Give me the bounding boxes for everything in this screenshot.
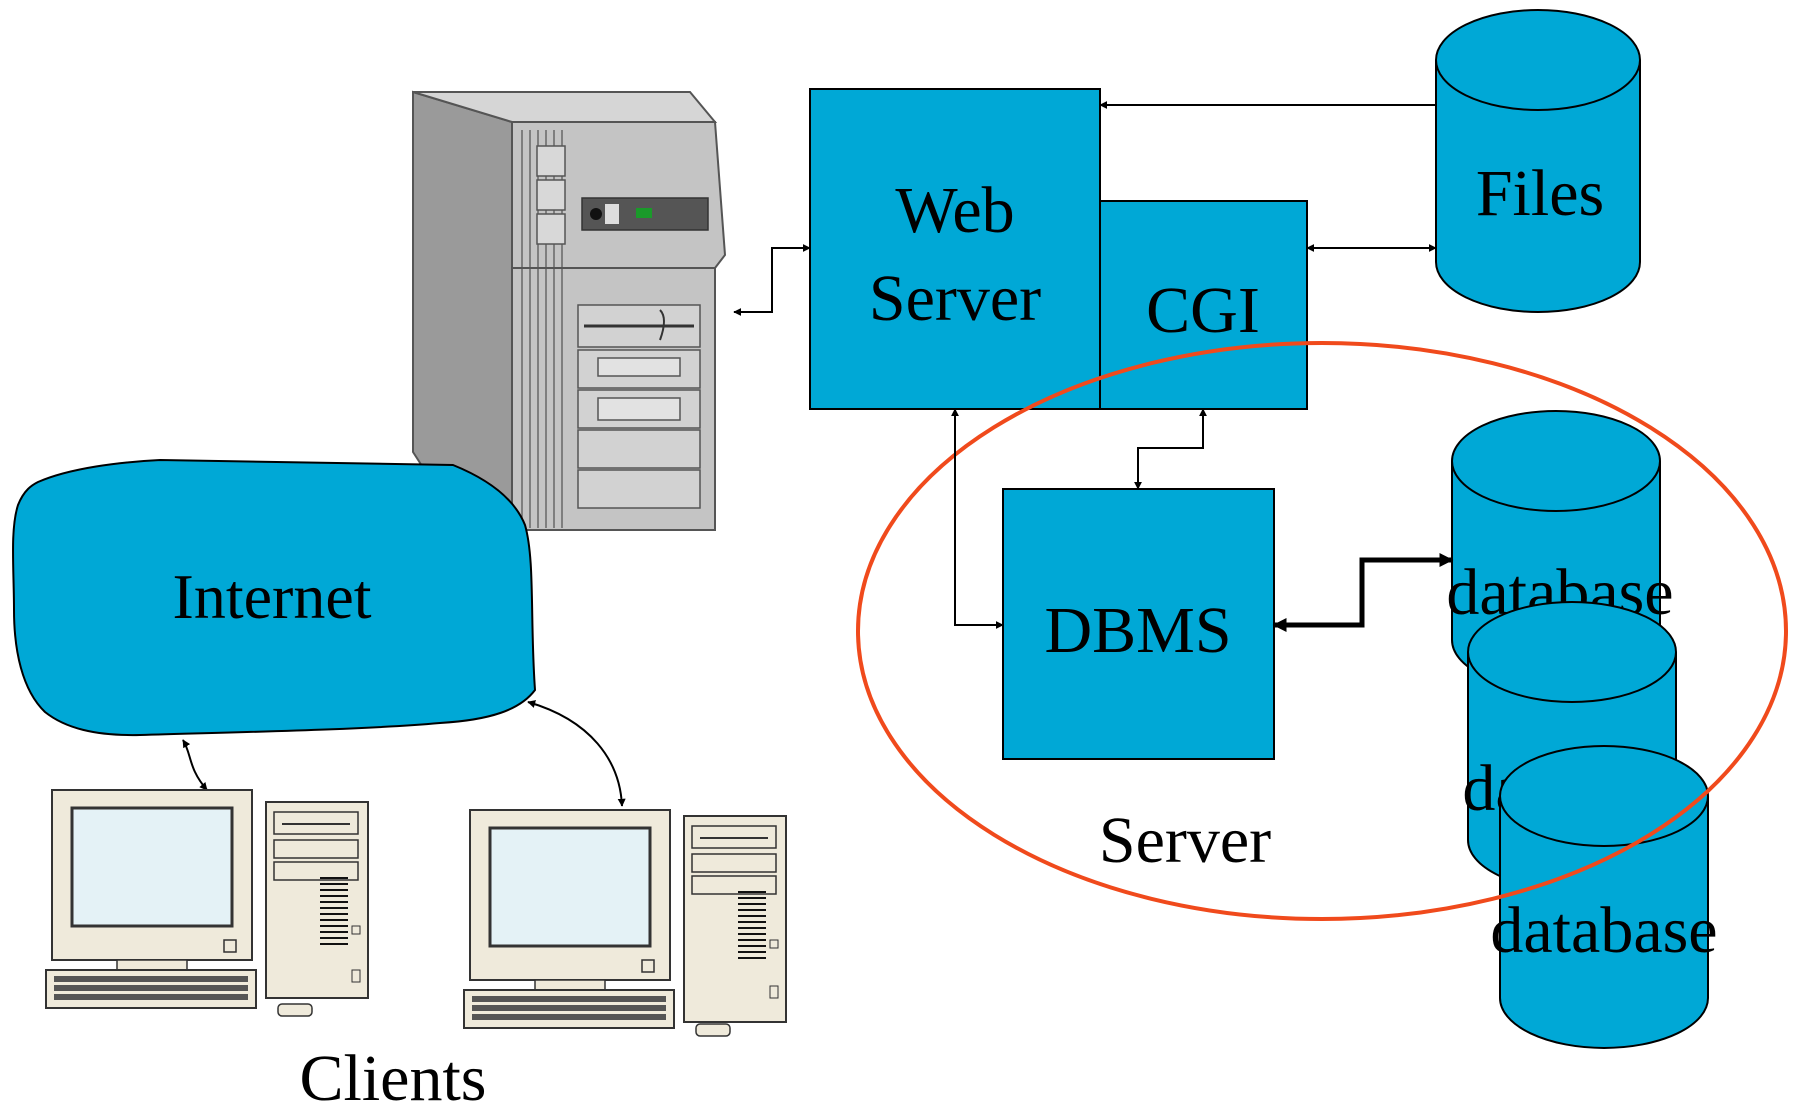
connector-cgi-dbms [1134,408,1207,490]
clients-label: Clients [299,1042,486,1110]
server-label: Server [1099,804,1271,877]
dbms-label: DBMS [1044,594,1231,667]
web-server-box [809,88,1101,410]
server-boundary-ellipse [856,341,1788,921]
connector-dbms-database [1272,553,1454,632]
desktop-computer-icon [463,809,787,1037]
internet-label: Internet [173,561,372,632]
connector-internet-client2 [527,700,626,807]
cgi-box [1099,200,1308,410]
files-label: Files [1476,157,1604,230]
connector-tower-webserver [733,244,811,316]
desktop-computer-icon [45,789,369,1017]
files-cylinder [1435,9,1641,313]
web-server-label-line1: Web [895,174,1014,247]
server-tower-icon [412,90,727,531]
connector-webserver-dbms [951,408,1004,629]
web-server-label-line2: Server [869,262,1041,335]
cgi-label: CGI [1146,274,1260,347]
database-cylinder-3 [1499,745,1709,1049]
database-3-label: database [1490,894,1717,967]
connector-internet-client1 [182,739,208,791]
internet-cloud [12,458,537,737]
